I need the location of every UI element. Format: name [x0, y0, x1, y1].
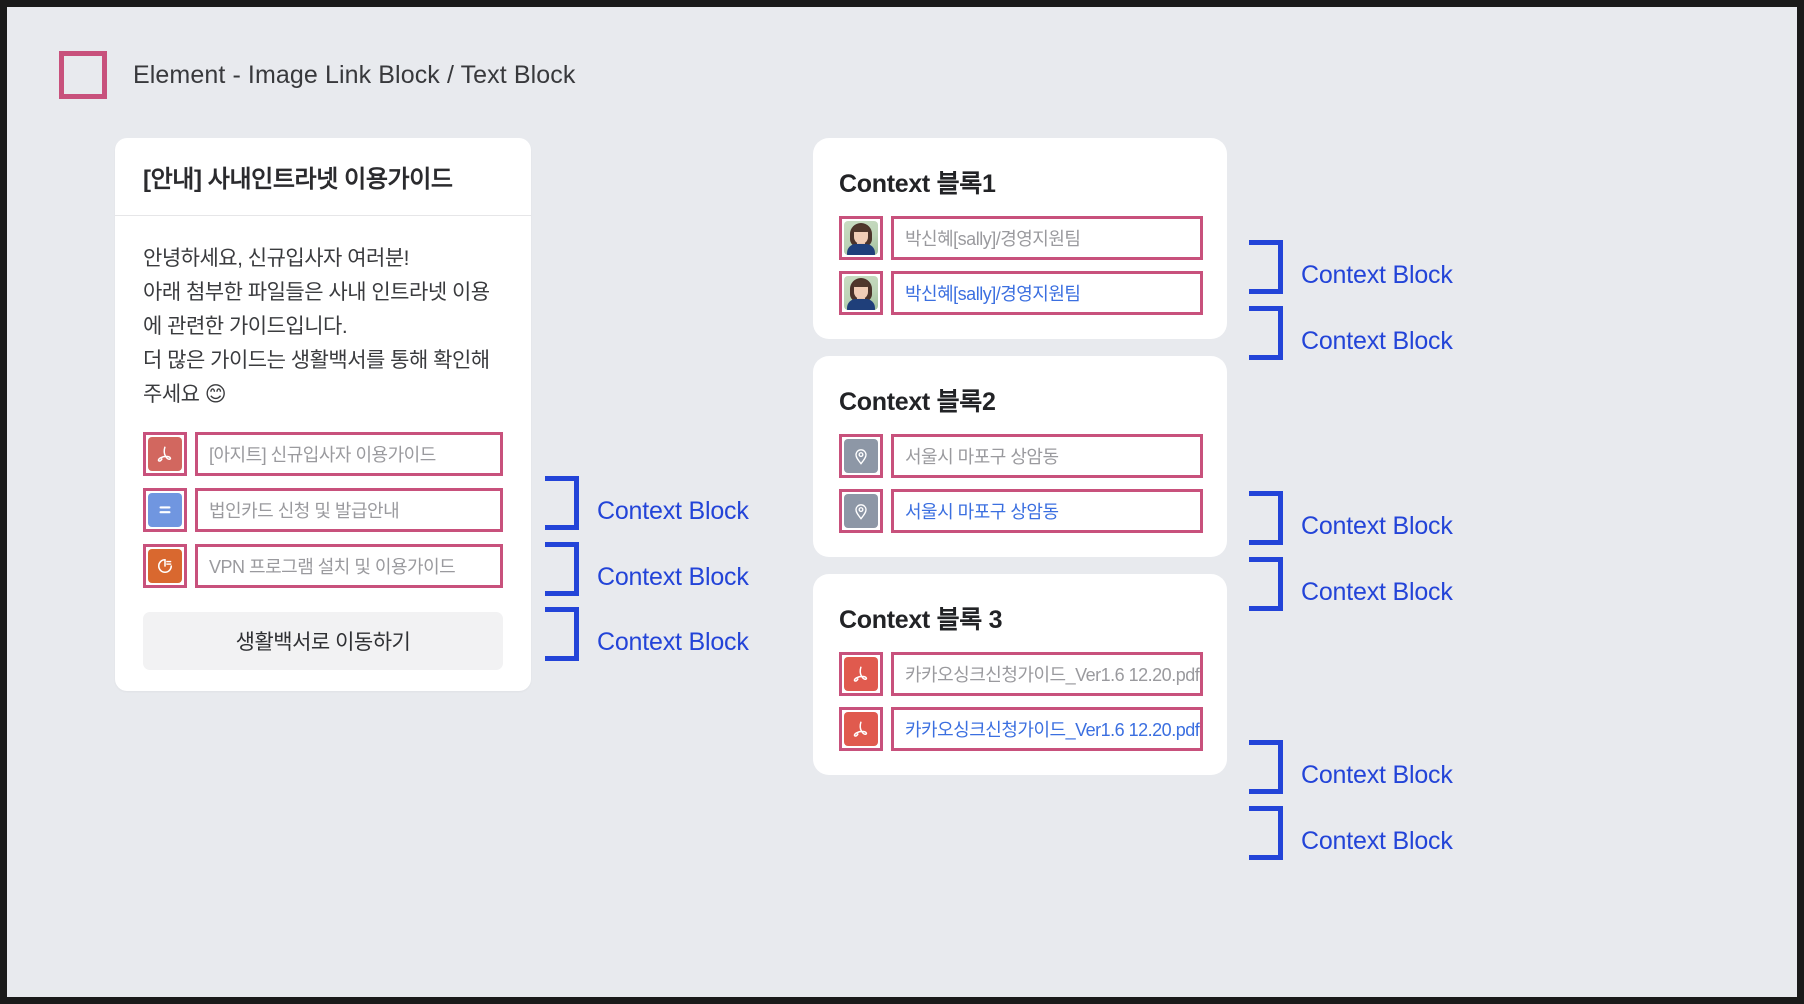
attachment-label: VPN 프로그램 설치 및 이용가이드 — [209, 557, 456, 577]
attachment-field[interactable]: 법인카드 신청 및 발급안내 — [195, 488, 503, 532]
attachment-icon-frame — [143, 432, 187, 476]
pdf-file-icon — [844, 712, 878, 746]
context-icon-frame — [839, 434, 883, 478]
context-label: 카카오싱크신청가이드_Ver1.6 12.20.pdf — [905, 665, 1200, 685]
context-block-card-2: Context 블록2 서울시 마포구 상암동 — [813, 356, 1227, 557]
annotation-bracket — [1249, 240, 1283, 294]
notice-card: [안내] 사내인트라넷 이용가이드 안녕하세요, 신규입사자 여러분! 아래 첨… — [115, 138, 531, 691]
context-row[interactable]: 카카오싱크신청가이드_Ver1.6 12.20.pdf — [839, 652, 1203, 696]
context-field[interactable]: 박신혜[sally]/경영지원팀 — [891, 216, 1203, 260]
go-to-handbook-button[interactable]: 생활백서로 이동하기 — [143, 612, 503, 670]
annotation-bracket — [1249, 306, 1283, 360]
presentation-file-icon — [148, 549, 182, 583]
pdf-file-icon — [844, 657, 878, 691]
annotation-bracket — [1249, 740, 1283, 794]
pdf-file-icon — [148, 437, 182, 471]
annotation-label: Context Block — [1301, 327, 1453, 355]
context-row-list: 서울시 마포구 상암동 서울시 마포구 상암동 — [839, 434, 1203, 533]
context-card-title: Context 블록1 — [839, 170, 996, 198]
attachment-row[interactable]: 법인카드 신청 및 발급안내 — [143, 488, 503, 532]
context-field[interactable]: 카카오싱크신청가이드_Ver1.6 12.20.pdf — [891, 707, 1203, 751]
notice-card-title: [안내] 사내인트라넷 이용가이드 — [143, 166, 453, 193]
annotation-label: Context Block — [597, 628, 749, 656]
notice-card-body: 안녕하세요, 신규입사자 여러분! 아래 첨부한 파일들은 사내 인트라넷 이용… — [115, 216, 531, 588]
context-field[interactable]: 카카오싱크신청가이드_Ver1.6 12.20.pdf — [891, 652, 1203, 696]
annotation-label: Context Block — [597, 563, 749, 591]
annotation-bracket — [545, 476, 579, 530]
legend: Element - Image Link Block / Text Block — [59, 51, 576, 99]
context-row-list: 카카오싱크신청가이드_Ver1.6 12.20.pdf 카카오싱크신청가이드_V… — [839, 652, 1203, 751]
legend-swatch-icon — [59, 51, 107, 99]
annotation-label: Context Block — [1301, 761, 1453, 789]
annotation-label: Context Block — [1301, 578, 1453, 606]
attachment-row[interactable]: [아지트] 신규입사자 이용가이드 — [143, 432, 503, 476]
context-icon-frame — [839, 271, 883, 315]
annotation-bracket — [545, 607, 579, 661]
context-row[interactable]: 박신혜[sally]/경영지원팀 — [839, 271, 1203, 315]
context-label-link: 서울시 마포구 상암동 — [905, 502, 1059, 522]
annotation-label: Context Block — [1301, 261, 1453, 289]
annotation-label: Context Block — [597, 497, 749, 525]
attachment-field[interactable]: [아지트] 신규입사자 이용가이드 — [195, 432, 503, 476]
context-icon-frame — [839, 216, 883, 260]
context-field[interactable]: 서울시 마포구 상암동 — [891, 489, 1203, 533]
context-card-title: Context 블록2 — [839, 388, 996, 416]
attachment-label: [아지트] 신규입사자 이용가이드 — [209, 445, 436, 465]
context-row[interactable]: 서울시 마포구 상암동 — [839, 434, 1203, 478]
attachment-icon-frame — [143, 488, 187, 532]
context-label-link: 카카오싱크신청가이드_Ver1.6 12.20.pdf — [905, 720, 1200, 740]
context-field[interactable]: 박신혜[sally]/경영지원팀 — [891, 271, 1203, 315]
context-field[interactable]: 서울시 마포구 상암동 — [891, 434, 1203, 478]
avatar-photo-icon — [844, 276, 878, 310]
context-icon-frame — [839, 652, 883, 696]
context-label: 서울시 마포구 상암동 — [905, 447, 1059, 467]
location-pin-icon — [844, 494, 878, 528]
notice-card-paragraph: 안녕하세요, 신규입사자 여러분! 아래 첨부한 파일들은 사내 인트라넷 이용… — [143, 247, 490, 406]
annotation-bracket — [1249, 557, 1283, 611]
attachment-icon-frame — [143, 544, 187, 588]
annotation-bracket — [1249, 491, 1283, 545]
annotation-label: Context Block — [1301, 512, 1453, 540]
context-block-card-3: Context 블록 3 카카오싱크신청가이드_Ver1.6 12.20.pdf — [813, 574, 1227, 775]
attachment-field[interactable]: VPN 프로그램 설치 및 이용가이드 — [195, 544, 503, 588]
avatar-photo-icon — [844, 221, 878, 255]
context-row[interactable]: 서울시 마포구 상암동 — [839, 489, 1203, 533]
context-block-card-1: Context 블록1 박신혜[sally]/경영지원팀 — [813, 138, 1227, 339]
attachment-row[interactable]: VPN 프로그램 설치 및 이용가이드 — [143, 544, 503, 588]
annotation-bracket — [545, 542, 579, 596]
attachment-label: 법인카드 신청 및 발급안내 — [209, 501, 400, 521]
document-file-icon — [148, 493, 182, 527]
context-icon-frame — [839, 707, 883, 751]
context-label: 박신혜[sally]/경영지원팀 — [905, 229, 1081, 249]
context-row[interactable]: 카카오싱크신청가이드_Ver1.6 12.20.pdf — [839, 707, 1203, 751]
context-icon-frame — [839, 489, 883, 533]
context-row[interactable]: 박신혜[sally]/경영지원팀 — [839, 216, 1203, 260]
location-pin-icon — [844, 439, 878, 473]
notice-card-header: [안내] 사내인트라넷 이용가이드 — [115, 138, 531, 216]
annotation-bracket — [1249, 806, 1283, 860]
attachment-list: [아지트] 신규입사자 이용가이드 법인카드 신청 및 발급안내 — [143, 432, 503, 588]
context-card-title: Context 블록 3 — [839, 606, 1003, 634]
context-row-list: 박신혜[sally]/경영지원팀 박신혜[sally]/경영지원팀 — [839, 216, 1203, 315]
annotation-label: Context Block — [1301, 827, 1453, 855]
legend-label: Element - Image Link Block / Text Block — [133, 60, 576, 89]
context-label-link: 박신혜[sally]/경영지원팀 — [905, 284, 1081, 304]
